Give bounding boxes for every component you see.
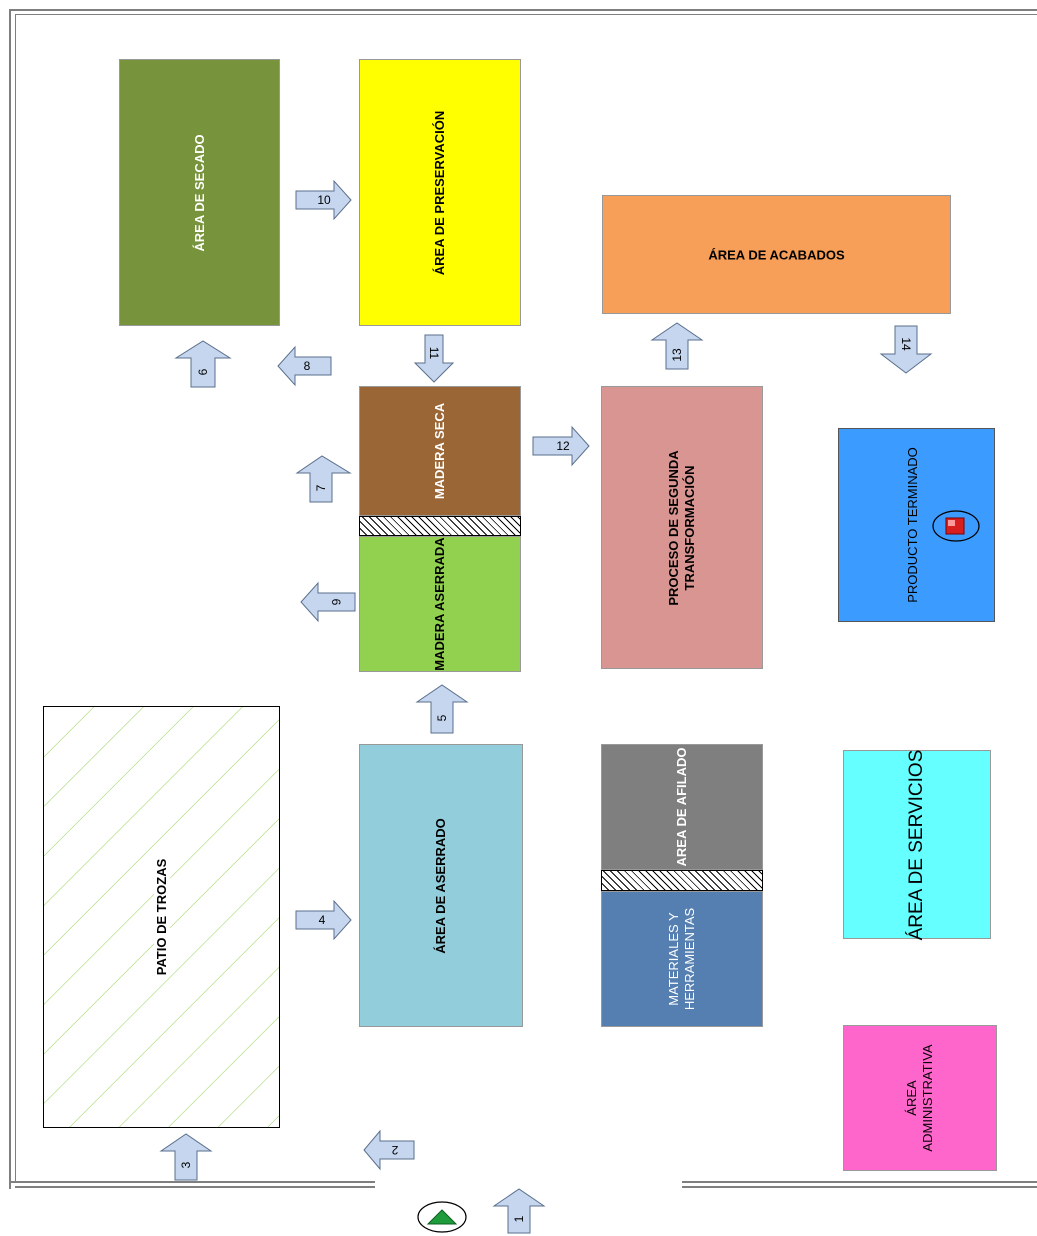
area-afilado: AREA DE AFILADO <box>601 744 763 870</box>
arrow-6-lower-number: 6 <box>329 599 343 606</box>
arrow-3-number: 3 <box>179 1161 193 1168</box>
arrow-4-number: 4 <box>319 913 326 927</box>
segunda-transformacion-line-1: PROCESO DE SEGUNDA <box>666 449 681 606</box>
wall-bottom-right-inner <box>682 1186 1037 1188</box>
arrow-6-upper-number: 6 <box>196 368 210 375</box>
producto-terminado-label: PRODUCTO TERMINADO <box>905 447 921 603</box>
arrow-1-up: 1 <box>492 1188 546 1234</box>
wall-left <box>9 9 11 1189</box>
arrow-12-number: 12 <box>556 439 570 453</box>
arrow-4-right: 4 <box>295 899 352 941</box>
area-secado-label: ÁREA DE SECADO <box>191 133 207 252</box>
wall-bottom-left <box>9 1181 375 1183</box>
administrativa-line-1: ÁREA <box>904 1080 919 1116</box>
materiales-line-2: HERRAMIENTAS <box>682 907 697 1011</box>
area-materiales: MATERIALES Y HERRAMIENTAS <box>601 891 763 1027</box>
arrow-2-left: 2 <box>363 1129 415 1171</box>
arrow-8-left: 8 <box>277 345 332 387</box>
area-madera-aserrada: MADERA ASERRADA <box>359 536 521 672</box>
wall-top <box>9 9 1037 11</box>
servicios-label: ÁREA DE SERVICIOS <box>906 749 927 940</box>
wall-left-inner <box>15 14 16 1182</box>
segunda-transformacion-line-2: TRANSFORMACIÓN <box>682 465 697 590</box>
administrativa-line-2: ADMINISTRATIVA <box>920 1044 935 1152</box>
arrow-13-number: 13 <box>670 348 684 362</box>
arrow-10-number: 10 <box>317 193 331 207</box>
madera-aserrada-label: MADERA ASERRADA <box>432 537 447 671</box>
arrow-14-number: 14 <box>899 337 913 351</box>
arrow-5-up: 5 <box>415 684 469 734</box>
area-servicios: ÁREA DE SERVICIOS <box>843 749 991 940</box>
arrow-12-right: 12 <box>532 425 590 467</box>
area-producto-terminado: PRODUCTO TERMINADO <box>838 428 995 622</box>
arrow-1-number: 1 <box>512 1215 526 1222</box>
arrow-11-down: 11 <box>413 334 455 383</box>
arrow-10-right: 10 <box>295 179 352 221</box>
materiales-label: MATERIALES Y HERRAMIENTAS <box>666 908 698 1010</box>
arrow-3-up: 3 <box>159 1133 213 1181</box>
arrow-14-down: 14 <box>879 325 933 374</box>
afilado-label: AREA DE AFILADO <box>674 747 689 867</box>
arrow-7-number: 7 <box>314 484 328 491</box>
area-aserrado: ÁREA DE ASERRADO <box>359 744 523 1027</box>
arrow-8-number: 8 <box>304 359 311 373</box>
madera-divider-hatch <box>359 516 521 536</box>
wall-bottom-right <box>682 1181 1037 1183</box>
area-patio-trozas: PATIO DE TROZAS <box>43 706 280 1128</box>
patio-trozas-label: PATIO DE TROZAS <box>153 858 170 976</box>
materiales-line-1: MATERIALES Y <box>666 912 681 1006</box>
area-secado: ÁREA DE SECADO <box>119 59 280 326</box>
area-preservacion: ÁREA DE PRESERVACIÓN <box>359 59 521 326</box>
area-administrativa: ÁREA ADMINISTRATIVA <box>843 1025 997 1171</box>
arrow-5-number: 5 <box>435 714 449 721</box>
aserrado-label: ÁREA DE ASERRADO <box>433 817 448 954</box>
administrativa-label: ÁREA ADMINISTRATIVA <box>904 1044 936 1151</box>
arrow-7-up: 7 <box>295 455 352 503</box>
wall-top-inner <box>15 14 1037 15</box>
arrow-11-number: 11 <box>427 347 441 360</box>
segunda-transformacion-label: PROCESO DE SEGUNDA TRANSFORMACIÓN <box>666 450 698 605</box>
arrow-6-upper-up: 6 <box>174 340 232 388</box>
product-symbol-icon <box>932 510 980 542</box>
entrance-triangle-icon <box>417 1201 467 1233</box>
wall-bottom-left-inner <box>15 1186 375 1188</box>
afilado-divider-hatch <box>601 870 763 891</box>
arrow-2-number: 2 <box>391 1143 398 1157</box>
area-acabados: ÁREA DE ACABADOS <box>602 195 951 314</box>
area-preservacion-label: ÁREA DE PRESERVACIÓN <box>432 110 447 275</box>
madera-seca-label: MADERA SECA <box>432 402 447 500</box>
area-madera-seca: MADERA SECA <box>359 386 521 516</box>
arrow-6-lower-left: 6 <box>300 581 356 623</box>
area-acabados-label: ÁREA DE ACABADOS <box>708 247 845 262</box>
arrow-13-up: 13 <box>650 322 704 370</box>
area-segunda-transformacion: PROCESO DE SEGUNDA TRANSFORMACIÓN <box>601 386 763 669</box>
